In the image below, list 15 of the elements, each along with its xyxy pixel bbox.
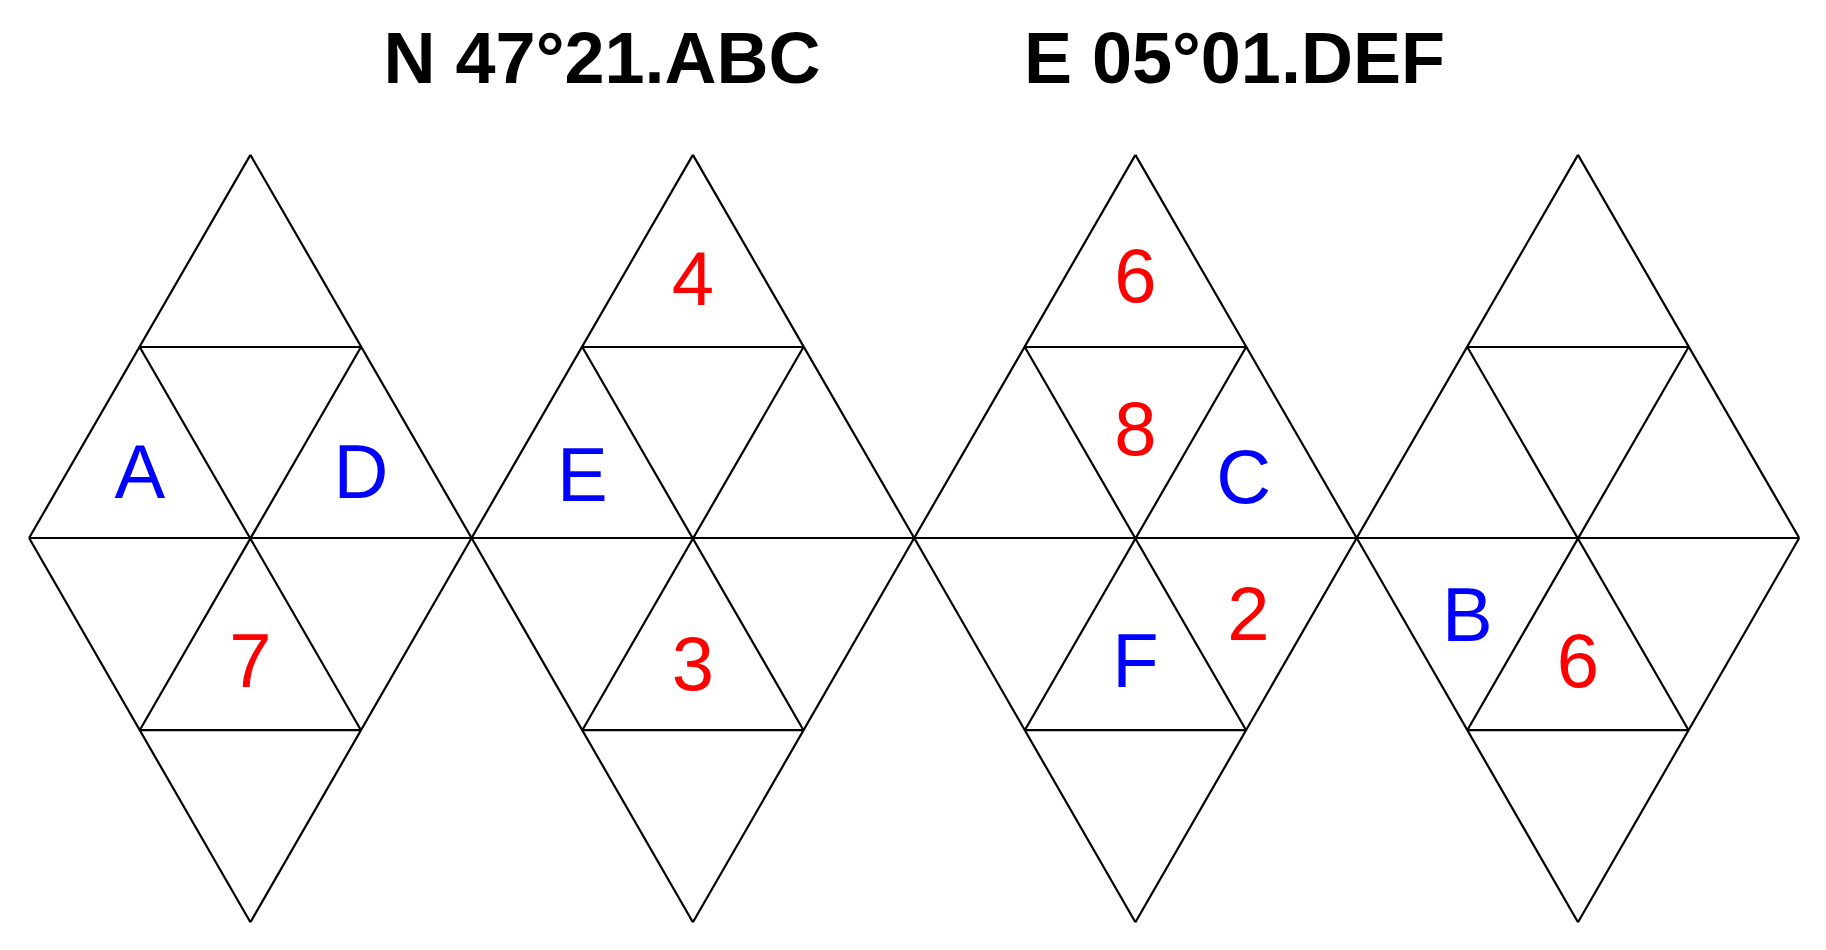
face-number: 6 [1114, 238, 1157, 314]
face-number: 4 [671, 241, 715, 318]
coordinate-heading: E 05°01.DEF [1023, 22, 1445, 95]
coordinate-heading: N 47°21.ABC [383, 22, 821, 95]
face-letter: B [1441, 576, 1493, 653]
face-number: 8 [1114, 390, 1157, 467]
face-number: 3 [671, 625, 715, 702]
face-letter: C [1216, 439, 1272, 516]
face-letter: E [556, 437, 608, 514]
face-letter: D [333, 433, 389, 510]
face-letter: F [1112, 623, 1159, 700]
face-number: 6 [1556, 623, 1600, 700]
face-number: 2 [1227, 575, 1270, 652]
face-number: 7 [229, 623, 272, 700]
face-letter: A [114, 433, 166, 510]
